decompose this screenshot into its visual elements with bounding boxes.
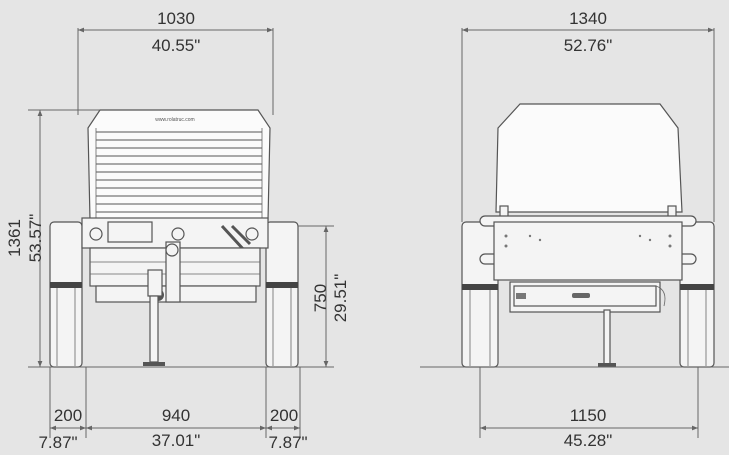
front-grille	[96, 131, 262, 213]
rear-width-in: 52.76"	[564, 36, 613, 55]
rear-dimensions: 1340 52.76" 1150 45.28"	[420, 9, 729, 450]
wheel-left-mm: 200	[54, 406, 82, 425]
front-left-wheel	[49, 221, 83, 368]
wheel-left-in: 7.87"	[38, 433, 77, 452]
rear-canopy	[495, 103, 683, 213]
front-dimensions: 1030 40.55" 1361 53.57" 750 29.51" 200 7…	[5, 9, 350, 452]
front-height-mm: 1361	[5, 219, 24, 257]
front-width-mm: 1030	[157, 9, 195, 28]
track-in: 37.01"	[152, 431, 201, 450]
front-panel	[107, 221, 153, 243]
track-mm: 940	[162, 406, 190, 425]
canopy-logo: www.rolatruc.com	[155, 117, 194, 123]
rear-left-wheel	[461, 221, 499, 368]
rear-width-mm: 1340	[569, 9, 607, 28]
wheel-right-in: 7.87"	[268, 433, 307, 452]
wheel-right-mm: 200	[270, 406, 298, 425]
rear-bottom-width-in: 45.28"	[564, 431, 613, 450]
hitch-height-mm: 750	[311, 284, 330, 312]
hitch-height-in: 29.51"	[331, 274, 350, 323]
rear-bottom-width-mm: 1150	[570, 406, 607, 425]
front-right-wheel	[265, 221, 299, 368]
front-height-in: 53.57"	[26, 214, 45, 263]
front-view: www.rolatruc.com	[49, 109, 299, 368]
rear-view	[461, 103, 715, 368]
rear-frame	[493, 221, 683, 281]
front-hitch	[143, 241, 181, 366]
front-width-in: 40.55"	[152, 36, 201, 55]
rear-right-wheel	[679, 221, 715, 368]
